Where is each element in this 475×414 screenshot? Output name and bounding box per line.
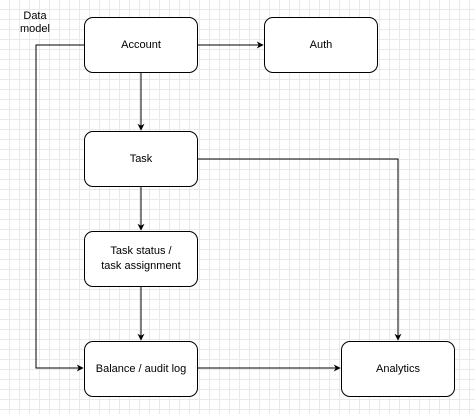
- node-task[interactable]: Task: [84, 131, 198, 187]
- edge-account-to-balance: [35, 44, 84, 372]
- edge-task-to-analytics: [198, 158, 402, 341]
- node-task-label: Task: [129, 152, 153, 165]
- node-auth-label: Auth: [309, 38, 333, 51]
- node-analytics[interactable]: Analytics: [341, 341, 455, 397]
- node-balance-label: Balance / audit log: [95, 362, 187, 375]
- node-account[interactable]: Account: [84, 17, 198, 73]
- node-task-status-label: Task status / task assignment: [101, 245, 181, 272]
- node-analytics-label: Analytics: [375, 362, 421, 375]
- data-model-label: Data model: [20, 10, 50, 35]
- node-account-label: Account: [121, 38, 161, 51]
- node-balance-audit-log[interactable]: Balance / audit log: [84, 341, 198, 397]
- node-auth[interactable]: Auth: [264, 17, 378, 73]
- node-task-status[interactable]: Task status / task assignment: [84, 231, 198, 287]
